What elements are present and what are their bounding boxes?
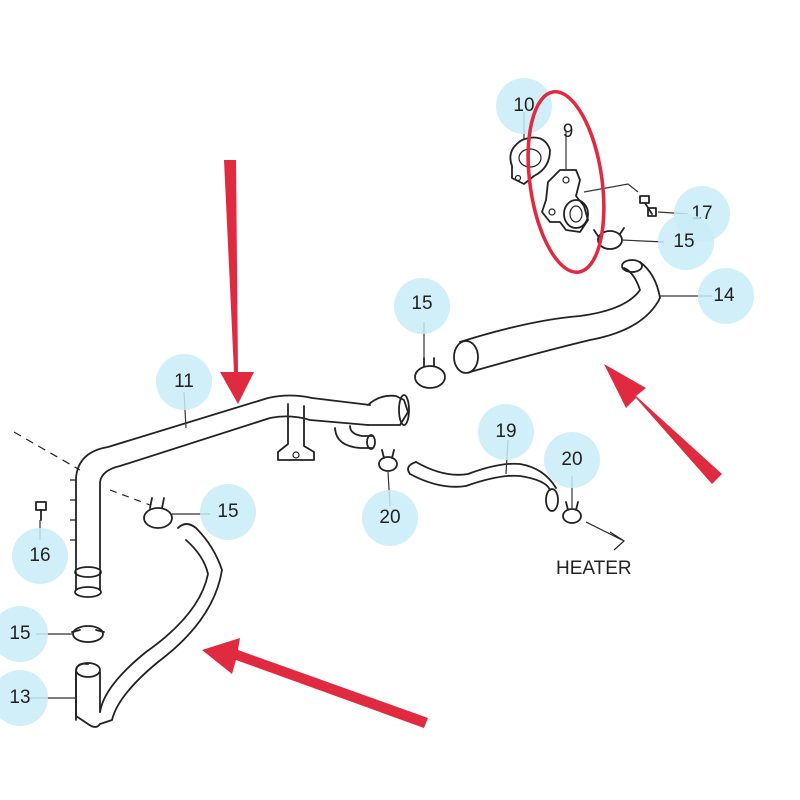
label-11: 11 [174, 371, 194, 392]
label-bubble-15-left: 15 [200, 484, 256, 540]
heater-label: HEATER [556, 558, 632, 579]
red-arrow-down [220, 160, 254, 404]
label-20-left: 20 [379, 507, 400, 528]
label-bubble-11: 11 [156, 354, 212, 410]
dashed-reference-line-2 [109, 489, 151, 506]
label-bubble-16: 16 [12, 528, 68, 584]
part-11-water-pipe [70, 394, 410, 598]
part-14-hose [453, 259, 661, 374]
part-19-hose [407, 461, 559, 512]
label-16: 16 [29, 545, 50, 566]
clamp-15-left [143, 497, 173, 529]
label-bubble-13: 13 [0, 670, 48, 726]
leader-lines [30, 112, 712, 699]
label-bubble-15-upper: 15 [658, 214, 714, 270]
label-bubble-14: 14 [698, 268, 754, 324]
clamp-20-left [378, 449, 398, 472]
part-17-bolt [639, 195, 657, 217]
label-bubble-20-right: 20 [544, 432, 600, 488]
label-bubble-19: 19 [478, 404, 534, 460]
part-9-thermostat-housing [541, 169, 639, 233]
label-10: 10 [513, 95, 534, 116]
label-bubble-20-left: 20 [362, 490, 418, 546]
clamp-15-lower [71, 625, 105, 643]
red-arrow-up-left [604, 364, 722, 484]
red-arrow-left [202, 638, 428, 728]
label-9: 9 [563, 121, 574, 142]
part-16-bolt [35, 501, 47, 521]
part-13-hose [75, 523, 223, 728]
label-19: 19 [495, 421, 516, 442]
label-15-upper: 15 [673, 231, 694, 252]
heater-direction-arrow [585, 521, 625, 551]
label-15-left: 15 [217, 501, 238, 522]
label-bubble-10: 10 [496, 78, 552, 134]
label-15-lower: 15 [9, 623, 30, 644]
label-14: 14 [713, 285, 735, 306]
label-15-middle: 15 [411, 293, 432, 314]
label-13: 13 [9, 687, 30, 708]
dashed-reference-line [13, 431, 81, 471]
label-bubble-15-lower: 15 [0, 606, 48, 662]
label-20-right: 20 [561, 449, 582, 470]
label-bubble-15-middle: 15 [394, 278, 450, 334]
clamp-20-right [562, 501, 582, 524]
highlight-ellipse [526, 89, 606, 275]
clamp-15-middle [414, 357, 446, 389]
